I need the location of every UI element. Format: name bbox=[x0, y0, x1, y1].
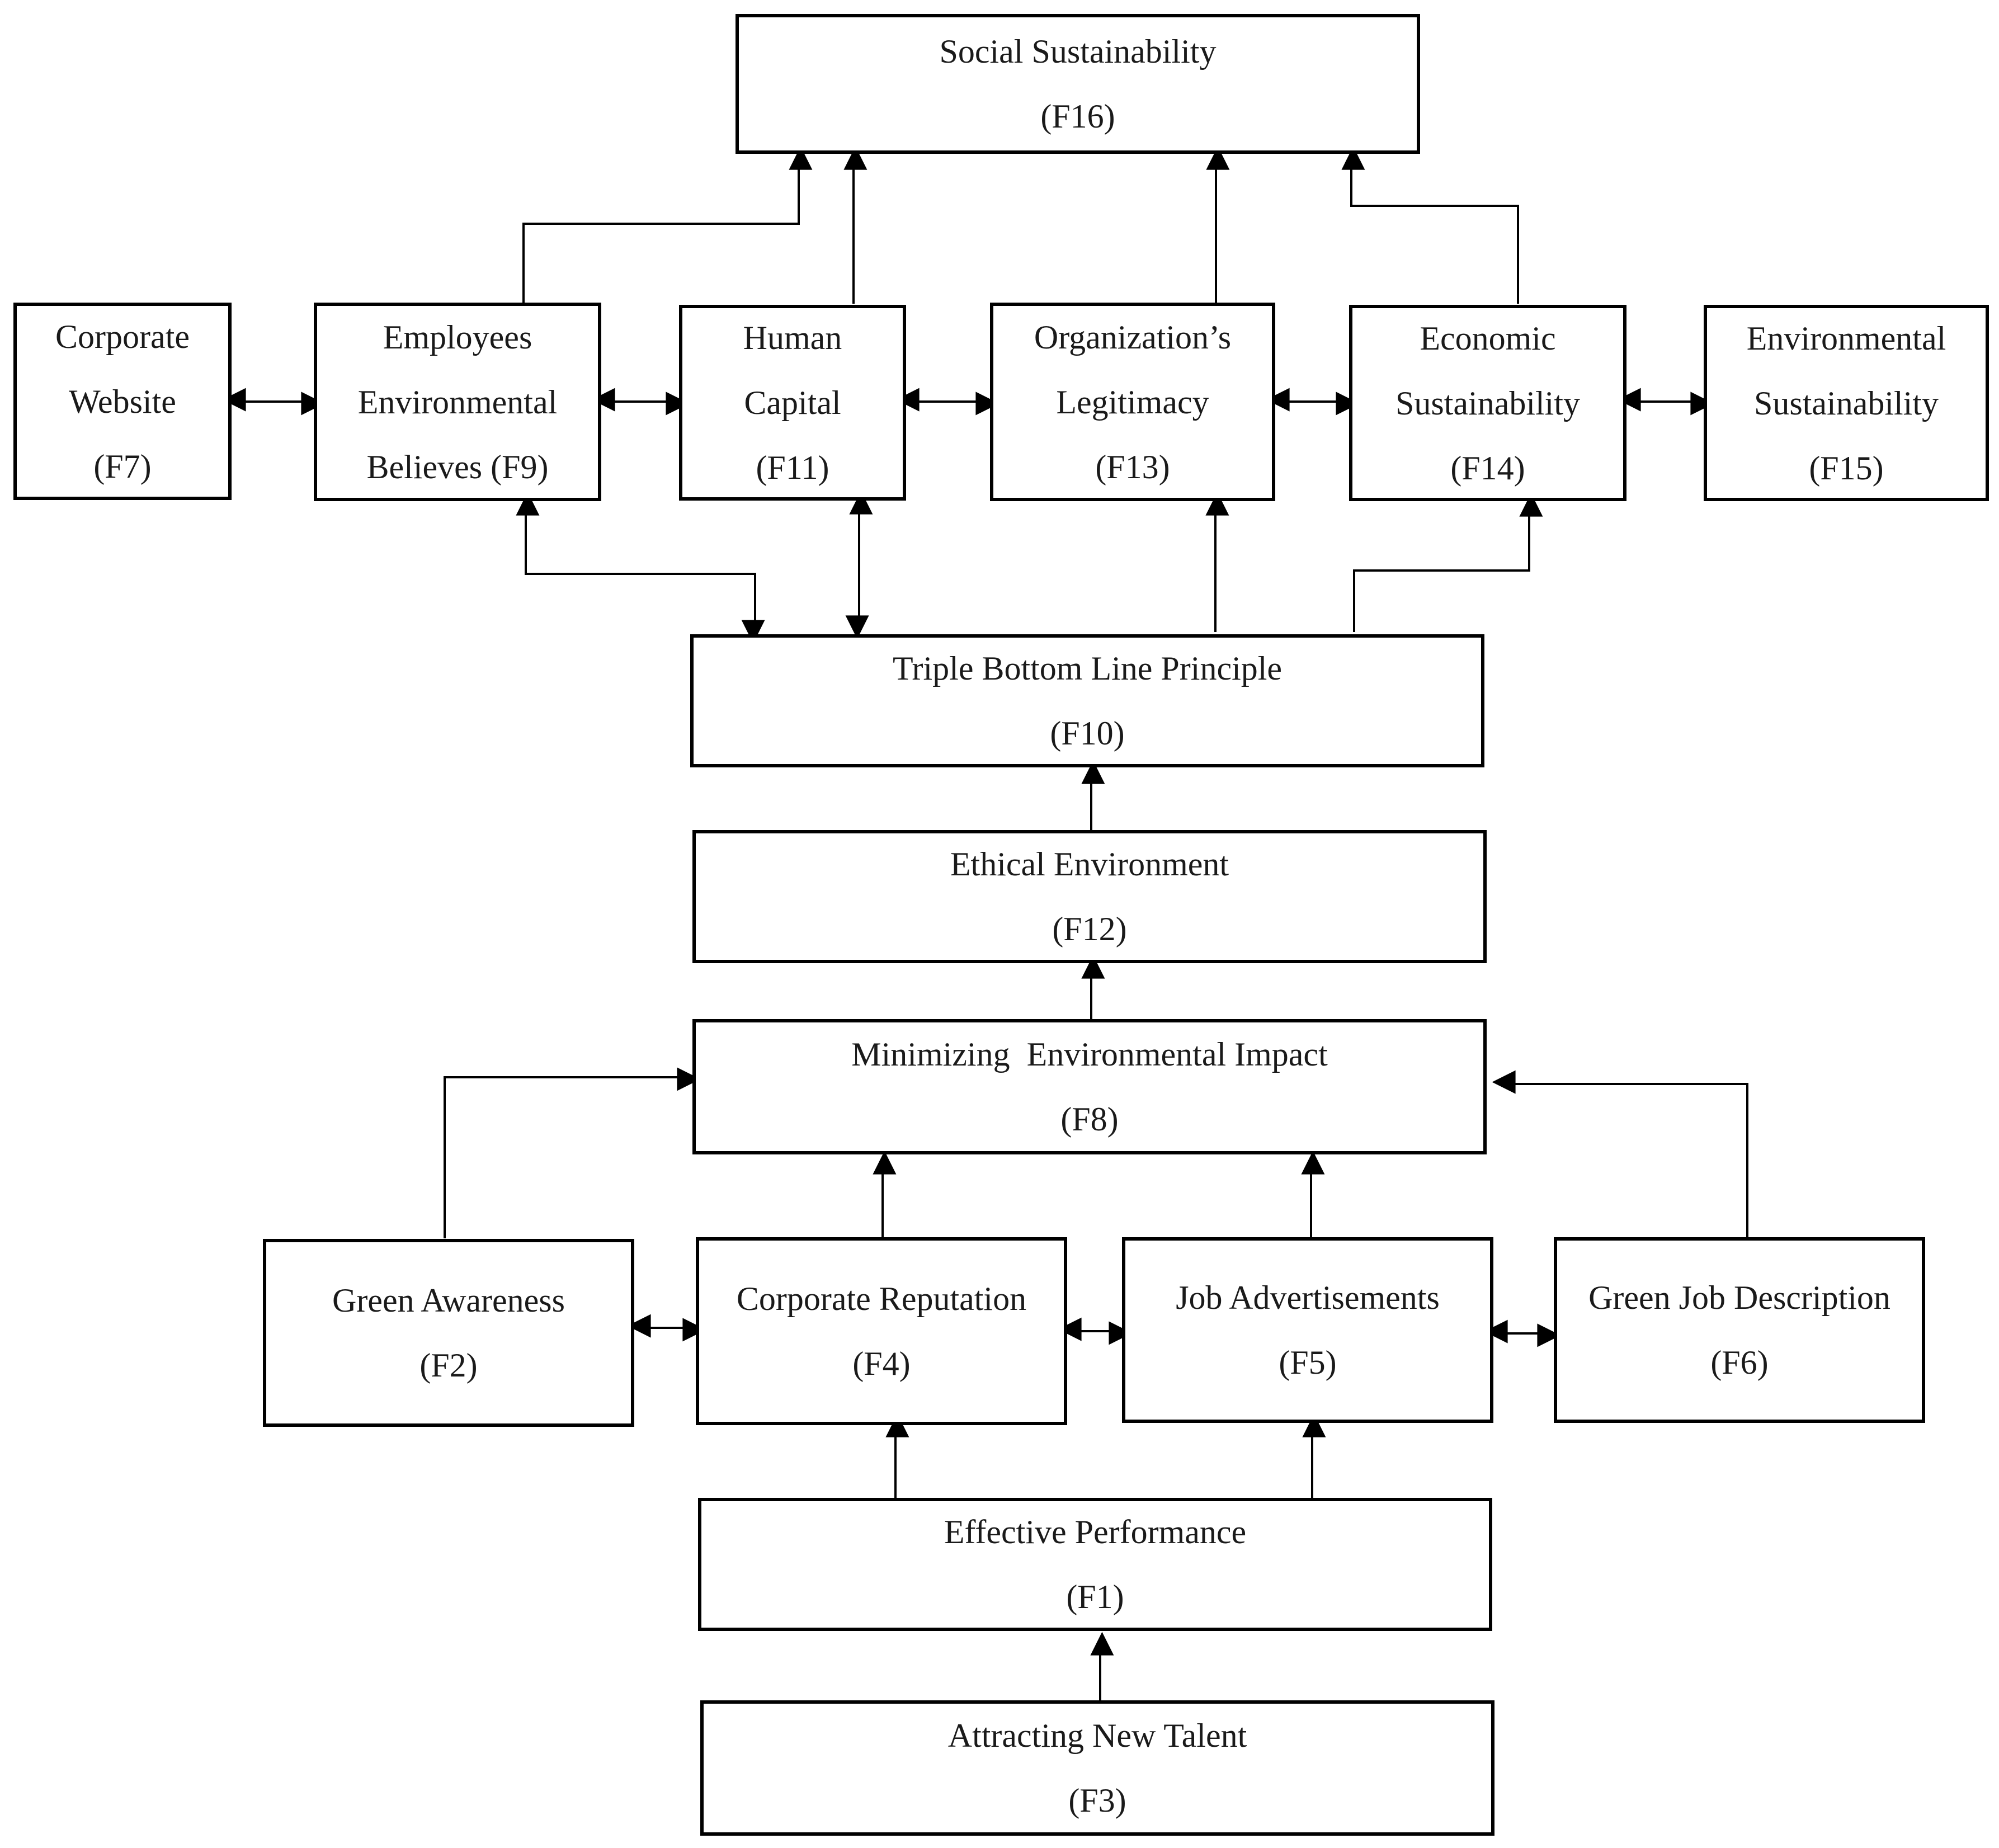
node-triple-bottom-line-principle: Triple Bottom Line Principle (F10) bbox=[690, 634, 1484, 767]
node-attracting-new-talent: Attracting New Talent (F3) bbox=[700, 1700, 1494, 1836]
node-minimizing-environmental-impact: Minimizing Environmental Impact (F8) bbox=[692, 1019, 1487, 1154]
edge-f6-f8 bbox=[1492, 1070, 1748, 1238]
node-green-awareness: Green Awareness (F2) bbox=[263, 1239, 634, 1427]
node-label-line: (F16) bbox=[1040, 98, 1115, 135]
edge-f10-f9 bbox=[516, 492, 765, 644]
node-label-line: Capital bbox=[744, 384, 841, 421]
node-label-line: Minimizing Environmental Impact bbox=[851, 1036, 1328, 1073]
node-label-line: (F11) bbox=[756, 449, 829, 486]
node-label-line: Green Awareness bbox=[332, 1282, 565, 1319]
node-label-line: (F12) bbox=[1052, 911, 1127, 947]
edge-f9-f16 bbox=[522, 146, 813, 304]
node-label-line: Organization’s bbox=[1034, 318, 1232, 356]
node-label-line: Social Sustainability bbox=[939, 33, 1217, 70]
edge-f10-f14 bbox=[1353, 493, 1543, 632]
edge-f2-f8 bbox=[444, 1067, 701, 1238]
node-label-line: Job Advertisements bbox=[1176, 1279, 1440, 1316]
node-corporate-reputation: Corporate Reputation (F4) bbox=[696, 1237, 1067, 1425]
node-effective-performance: Effective Performance (F1) bbox=[698, 1498, 1492, 1631]
node-label-line: Believes (F9) bbox=[366, 448, 549, 485]
node-job-advertisements: Job Advertisements (F5) bbox=[1122, 1237, 1493, 1423]
node-human-capital: Human Capital (F11) bbox=[679, 305, 906, 501]
node-label-line: (F4) bbox=[852, 1345, 911, 1382]
node-label-line: Sustainability bbox=[1395, 384, 1580, 422]
node-label-line: (F5) bbox=[1279, 1344, 1337, 1381]
node-label-line: (F10) bbox=[1050, 715, 1125, 752]
node-label-line: Corporate Reputation bbox=[736, 1280, 1027, 1317]
node-label-line: Environmental bbox=[1746, 319, 1946, 357]
node-label-line: Effective Performance bbox=[944, 1514, 1247, 1550]
node-green-job-description: Green Job Description (F6) bbox=[1554, 1237, 1925, 1423]
node-label-line: Sustainability bbox=[1754, 384, 1939, 422]
node-label-line: Environmental bbox=[357, 383, 558, 421]
node-label-line: Website bbox=[69, 383, 176, 420]
node-label-line: Ethical Environment bbox=[950, 846, 1229, 883]
node-ethical-environment: Ethical Environment (F12) bbox=[692, 830, 1487, 963]
node-label-line: (F15) bbox=[1809, 449, 1884, 487]
node-label-line: Attracting New Talent bbox=[947, 1717, 1247, 1754]
node-employees-environmental-believes: Employees Environmental Believes (F9) bbox=[314, 303, 601, 501]
node-label-line: Corporate bbox=[55, 318, 190, 355]
node-label-line: Legitimacy bbox=[1056, 383, 1209, 421]
node-label-line: (F1) bbox=[1066, 1578, 1124, 1615]
node-label-line: Economic bbox=[1420, 319, 1556, 357]
node-social-sustainability: Social Sustainability (F16) bbox=[736, 14, 1420, 154]
node-label-line: (F6) bbox=[1710, 1344, 1769, 1381]
node-label-line: Human bbox=[743, 319, 842, 356]
node-organizations-legitimacy: Organization’s Legitimacy (F13) bbox=[990, 303, 1275, 501]
node-label-line: (F7) bbox=[93, 447, 152, 485]
node-label-line: (F3) bbox=[1068, 1782, 1126, 1819]
node-label-line: Triple Bottom Line Principle bbox=[892, 650, 1283, 687]
node-label-line: Employees bbox=[383, 318, 532, 356]
node-corporate-website: Corporate Website (F7) bbox=[13, 303, 232, 500]
node-label-line: (F14) bbox=[1450, 449, 1525, 487]
node-economic-sustainability: Economic Sustainability (F14) bbox=[1349, 305, 1626, 501]
node-label-line: (F2) bbox=[419, 1347, 478, 1384]
edge-f14-f16 bbox=[1341, 146, 1519, 304]
node-label-line: (F8) bbox=[1060, 1101, 1119, 1138]
node-label-line: (F13) bbox=[1095, 448, 1170, 485]
node-label-line: Green Job Description bbox=[1588, 1279, 1890, 1316]
node-environmental-sustainability: Environmental Sustainability (F15) bbox=[1704, 305, 1989, 501]
